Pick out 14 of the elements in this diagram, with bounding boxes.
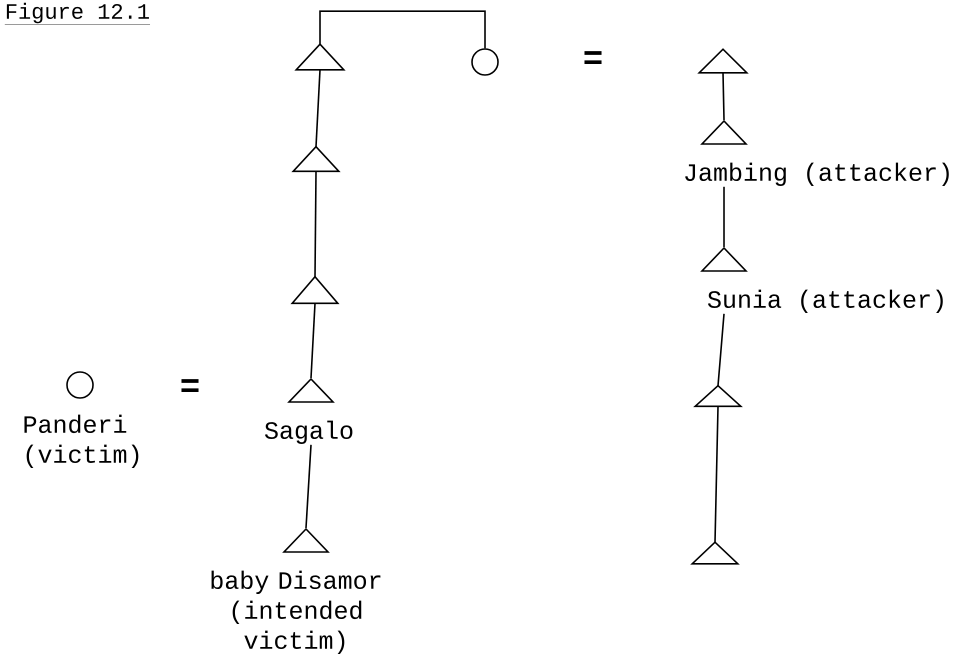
person-label: Panderi (victim) [24, 371, 138, 468]
descent-line [315, 70, 321, 147]
figure-title: Figure 12.1 [4, 2, 150, 25]
descent-line [722, 72, 725, 120]
descent-line [714, 406, 719, 542]
sibling-line [319, 10, 486, 48]
descent-line [305, 444, 312, 528]
descent-line [310, 303, 316, 378]
descent-line [723, 186, 725, 247]
descent-line [717, 314, 725, 386]
marriage-sign: = [584, 51, 602, 64]
marriage-sign: = [181, 379, 199, 392]
female-symbol [471, 48, 499, 76]
descent-line [314, 171, 317, 277]
